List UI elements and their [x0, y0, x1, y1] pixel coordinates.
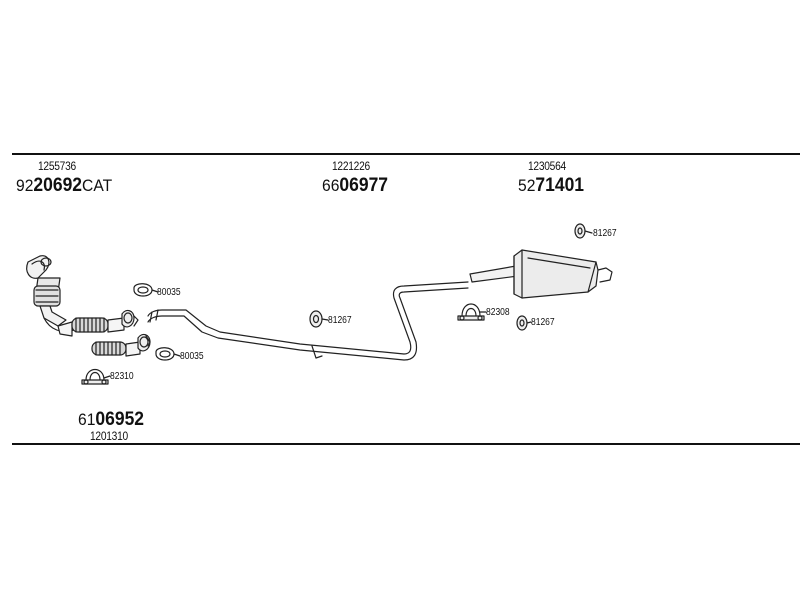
rear-muffler	[469, 249, 613, 299]
middle-pipe-code-main: 06977	[339, 175, 389, 196]
leader-clamp-left	[103, 375, 111, 379]
front-pipe-ref: 1201310	[90, 429, 128, 443]
rear-muffler-code-main: 71401	[535, 175, 585, 196]
leader-gasket-upper	[151, 289, 159, 293]
bottom-border-line	[12, 443, 800, 445]
middle-pipe-code: 6606977	[322, 176, 388, 195]
front-cat-code-main: 20692	[33, 175, 83, 196]
front-pipe-code: 6106952	[78, 410, 144, 429]
front-pipe-code-main: 06952	[95, 409, 145, 430]
hanger-rear-label: 81267	[531, 317, 555, 328]
leader-hanger-rear	[526, 321, 532, 324]
top-border-line	[12, 153, 800, 155]
hanger-middle-label: 81267	[328, 315, 352, 326]
middle-pipe-code-prefix: 66	[322, 176, 340, 195]
front-pipe	[57, 309, 151, 357]
leader-hanger-middle	[321, 318, 329, 321]
middle-pipe	[147, 281, 469, 361]
leader-hanger-top	[584, 230, 593, 234]
gasket-lower-label: 80035	[180, 351, 204, 362]
hanger-rear	[516, 315, 528, 331]
rear-muffler-code: 5271401	[518, 176, 584, 195]
leader-gasket-lower	[173, 353, 181, 357]
gasket-upper	[133, 283, 153, 297]
hanger-top-label: 81267	[593, 228, 617, 239]
clamp-right	[457, 303, 485, 321]
front-cat-ref: 1255736	[38, 159, 76, 173]
catalytic-converter	[26, 255, 75, 333]
front-cat-code-suffix: CAT	[82, 176, 113, 195]
gasket-upper-label: 80035	[157, 287, 181, 298]
rear-muffler-code-prefix: 52	[518, 176, 536, 195]
rear-muffler-ref: 1230564	[528, 159, 566, 173]
front-cat-code-prefix: 92	[16, 176, 34, 195]
hanger-middle	[309, 310, 323, 328]
front-cat-code: 9220692CAT	[16, 176, 112, 195]
gasket-lower	[155, 347, 175, 361]
hanger-top	[574, 223, 586, 239]
clamp-left	[81, 368, 109, 385]
front-pipe-code-prefix: 61	[78, 410, 96, 429]
clamp-left-label: 82310	[110, 371, 134, 382]
middle-pipe-ref: 1221226	[332, 159, 370, 173]
clamp-right-label: 82308	[486, 307, 510, 318]
